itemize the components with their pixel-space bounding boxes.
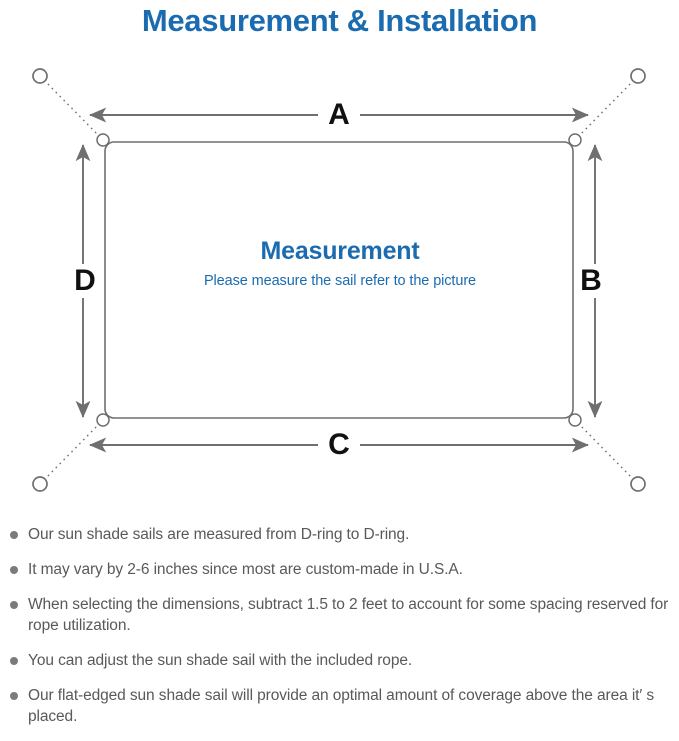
rope-line-top-right bbox=[573, 79, 635, 142]
note-text: Our sun shade sails are measured from D-… bbox=[28, 526, 410, 543]
diagram-svg bbox=[32, 68, 646, 492]
page-title: Measurement & Installation bbox=[141, 3, 538, 38]
d-ring-bottom-right bbox=[568, 413, 582, 427]
note-text: When selecting the dimensions, subtract … bbox=[28, 596, 669, 634]
note-text: It may vary by 2-6 inches since most are… bbox=[28, 561, 463, 578]
rope-line-bottom-left bbox=[43, 418, 105, 481]
list-item: When selecting the dimensions, subtract … bbox=[0, 594, 679, 636]
sail-inner-caption: Measurement Please measure the sail refe… bbox=[150, 236, 530, 292]
sail-body bbox=[104, 141, 574, 419]
notes-list: Our sun shade sails are measured from D-… bbox=[0, 524, 679, 741]
bullet-icon bbox=[10, 692, 18, 700]
bullet-icon bbox=[10, 601, 18, 609]
rope-line-top-left bbox=[43, 79, 105, 142]
rope-line-bottom-right bbox=[573, 418, 635, 481]
dimension-label-b: B bbox=[574, 266, 608, 296]
d-ring-top-right bbox=[568, 133, 582, 147]
sail-inner-heading: Measurement bbox=[260, 237, 420, 265]
dimension-label-a: A bbox=[318, 100, 360, 130]
anchor-point-bottom-right bbox=[630, 476, 646, 492]
list-item: You can adjust the sun shade sail with t… bbox=[0, 650, 679, 671]
bullet-icon bbox=[10, 566, 18, 574]
anchor-point-top-right bbox=[630, 68, 646, 84]
d-ring-top-left bbox=[96, 133, 110, 147]
measurement-diagram: A B C D Measurement Please measure the s… bbox=[0, 46, 679, 516]
note-text: Our flat-edged sun shade sail will provi… bbox=[28, 687, 655, 725]
dimension-label-d: D bbox=[68, 266, 102, 296]
list-item: Our sun shade sails are measured from D-… bbox=[0, 524, 679, 545]
dimension-label-c: C bbox=[318, 430, 360, 460]
bullet-icon bbox=[10, 531, 18, 539]
sail-inner-subtext: Please measure the sail refer to the pic… bbox=[203, 273, 477, 289]
anchor-point-top-left bbox=[32, 68, 48, 84]
note-text: You can adjust the sun shade sail with t… bbox=[28, 652, 413, 669]
list-item: Our flat-edged sun shade sail will provi… bbox=[0, 685, 679, 727]
d-ring-bottom-left bbox=[96, 413, 110, 427]
bullet-icon bbox=[10, 657, 18, 665]
list-item: It may vary by 2-6 inches since most are… bbox=[0, 559, 679, 580]
anchor-point-bottom-left bbox=[32, 476, 48, 492]
